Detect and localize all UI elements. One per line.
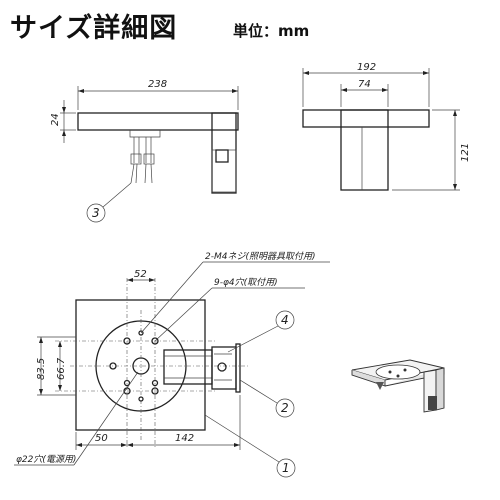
dim-52: 52: [134, 269, 147, 280]
dim-142: 142: [175, 433, 194, 444]
balloon-3-label: 3: [92, 206, 100, 220]
balloon-2-label: 2: [281, 401, 289, 415]
balloon-3: [86, 203, 106, 223]
plan-arm-block: [211, 346, 237, 390]
wire-loop: [129, 130, 161, 138]
dim-50: 50: [95, 433, 108, 444]
dim-66-7: 66.7: [56, 357, 67, 380]
callouts: 2-M4ネジ(照明器具取付用) 9-φ4穴(取付用) φ22穴(電源用) 4 2…: [14, 251, 330, 478]
dim-74: 74: [358, 79, 371, 90]
connector-left: [130, 153, 142, 165]
front-view: 238 24 3: [50, 79, 239, 223]
side-arm: [340, 109, 389, 191]
note-cable-hole: φ22穴(電源用): [16, 454, 76, 465]
side-view: 192 74 121: [302, 62, 471, 191]
connector-right: [143, 153, 155, 165]
wire-leads: [133, 137, 152, 163]
unit-label: 単位：mm: [233, 22, 310, 40]
isometric-view: [351, 359, 445, 413]
side-top-plate: [302, 109, 430, 128]
dim-238: 238: [148, 79, 167, 90]
front-top-plate: [77, 112, 239, 131]
front-arm-knob: [215, 149, 229, 163]
balloon-4-label: 4: [281, 313, 289, 327]
plan-arm-end: [235, 343, 241, 393]
balloon-1-label: 1: [282, 461, 290, 475]
balloon-2: [275, 398, 295, 418]
dim-192: 192: [357, 62, 376, 73]
dim-83-5: 83.5: [36, 358, 47, 380]
note-m4-thread: 2-M4ネジ(照明器具取付用): [205, 251, 316, 262]
balloon-1: [276, 458, 296, 478]
plan-view: 52 83.5 66.7 50 142: [36, 269, 250, 450]
dim-24: 24: [50, 113, 61, 126]
note-mount-holes: 9-φ4穴(取付用): [214, 277, 278, 288]
balloon-4: [275, 310, 295, 330]
plan-arm-screw: [217, 362, 227, 372]
plan-base-plate: [75, 299, 206, 431]
dim-121: 121: [460, 143, 471, 162]
wire-ends: [130, 163, 153, 184]
diagram-title: サイズ詳細図: [10, 13, 178, 44]
